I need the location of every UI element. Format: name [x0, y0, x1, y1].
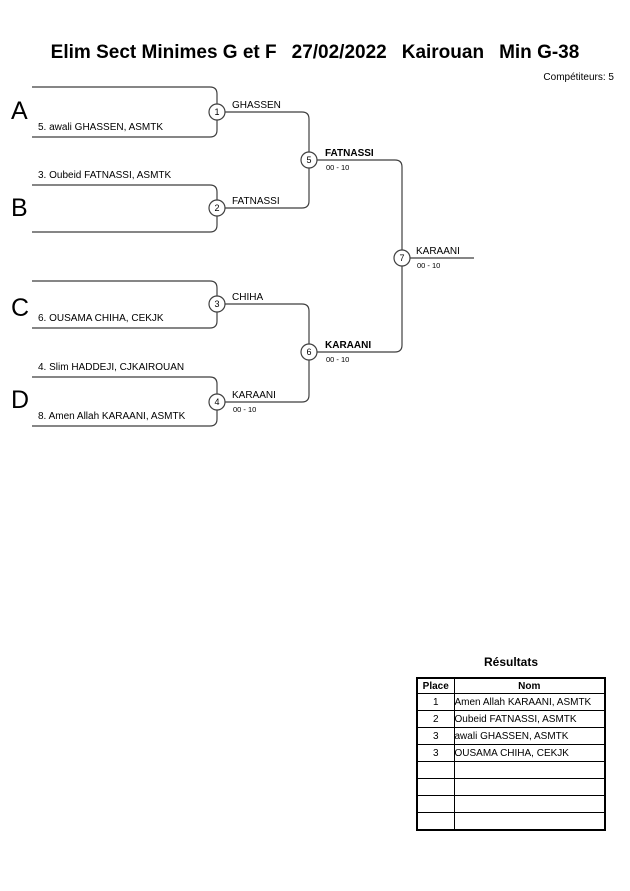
competitor-ghassen: 5. awali GHASSEN, ASMTK — [38, 122, 164, 133]
match-3-winner: CHIHA — [232, 292, 264, 303]
match-circle-7 — [393, 249, 411, 267]
table-row: 1 Amen Allah KARAANI, ASMTK — [416, 693, 606, 711]
match-circle-3 — [208, 295, 226, 313]
match-number-6: 6 — [306, 347, 311, 357]
match-number-7: 7 — [399, 253, 404, 263]
result-nom — [453, 761, 606, 779]
match-circle-4 — [208, 393, 226, 411]
title-city: Kairouan — [401, 42, 485, 63]
results-header-nom: Nom — [453, 677, 606, 694]
result-nom: OUSAMA CHIHA, CEKJK — [453, 744, 606, 762]
result-place: 3 — [416, 744, 455, 762]
results-table: Place Nom 1 Amen Allah KARAANI, ASMTK 2 … — [416, 677, 606, 831]
match-circle-6 — [300, 343, 318, 361]
winner-line-2 — [217, 160, 310, 209]
result-nom — [453, 795, 606, 813]
result-place: 2 — [416, 710, 455, 728]
match-circle-1 — [208, 103, 226, 121]
match-4-winner: KARAANI — [232, 390, 276, 401]
winner-line-1 — [217, 111, 310, 160]
results-title: Résultats — [483, 655, 539, 669]
match-number-2: 2 — [214, 203, 219, 213]
match-5-score: 00 - 10 — [326, 163, 350, 172]
match-2-winner: FATNASSI — [232, 196, 280, 207]
result-nom: awali GHASSEN, ASMTK — [453, 727, 606, 745]
winner-line-5 — [309, 159, 403, 258]
winner-line-6 — [309, 258, 403, 353]
result-nom: Oubeid FATNASSI, ASMTK — [453, 710, 606, 728]
table-row — [416, 795, 606, 813]
match-7-winner: KARAANI — [416, 246, 460, 257]
title-date: 27/02/2022 — [291, 42, 387, 63]
result-nom — [453, 812, 606, 831]
result-place: 3 — [416, 727, 455, 745]
match-number-1: 1 — [214, 107, 219, 117]
title-event: Elim Sect Minimes G et F — [50, 42, 277, 63]
competitor-haddeji: 4. Slim HADDEJI, CJKAIROUAN — [38, 362, 185, 373]
table-row — [416, 812, 606, 831]
bracket-pair-b — [32, 184, 218, 233]
match-1-winner: GHASSEN — [232, 100, 281, 111]
result-place — [416, 812, 455, 831]
competitor-fatnassi: 3. Oubeid FATNASSI, ASMTK — [38, 170, 172, 181]
winner-line-3 — [217, 303, 310, 352]
section-label-c: C — [11, 294, 30, 322]
competitors-count: Compétiteurs: 5 — [543, 72, 614, 83]
results-header-place: Place — [416, 677, 455, 694]
section-label-b: B — [11, 194, 28, 222]
table-row: 2 Oubeid FATNASSI, ASMTK — [416, 710, 606, 728]
result-place — [416, 778, 455, 796]
title-category: Min G-38 — [499, 42, 580, 63]
match-4-score: 00 - 10 — [233, 405, 257, 414]
page-title: Elim Sect Minimes G et F 27/02/2022 Kair… — [0, 42, 630, 64]
match-6-score: 00 - 10 — [326, 355, 350, 364]
match-6-winner: KARAANI — [325, 340, 372, 351]
result-place — [416, 795, 455, 813]
competitor-chiha: 6. OUSAMA CHIHA, CEKJK — [38, 313, 164, 324]
match-number-3: 3 — [214, 299, 219, 309]
match-number-4: 4 — [214, 397, 219, 407]
section-label-a: A — [11, 97, 28, 125]
competitor-karaani: 8. Amen Allah KARAANI, ASMTK — [38, 411, 186, 422]
match-7-score: 00 - 10 — [417, 261, 441, 270]
table-row — [416, 778, 606, 796]
section-label-d: D — [11, 386, 30, 414]
table-row — [416, 761, 606, 779]
result-nom: Amen Allah KARAANI, ASMTK — [453, 693, 606, 711]
match-circle-5 — [300, 151, 318, 169]
match-number-5: 5 — [306, 155, 311, 165]
winner-line-4 — [217, 352, 310, 403]
result-place: 1 — [416, 693, 455, 711]
result-nom — [453, 778, 606, 796]
match-circle-2 — [208, 199, 226, 217]
match-5-winner: FATNASSI — [325, 148, 374, 159]
table-row: 3 awali GHASSEN, ASMTK — [416, 727, 606, 745]
results-header-row: Place Nom — [416, 677, 606, 694]
result-place — [416, 761, 455, 779]
table-row: 3 OUSAMA CHIHA, CEKJK — [416, 744, 606, 762]
